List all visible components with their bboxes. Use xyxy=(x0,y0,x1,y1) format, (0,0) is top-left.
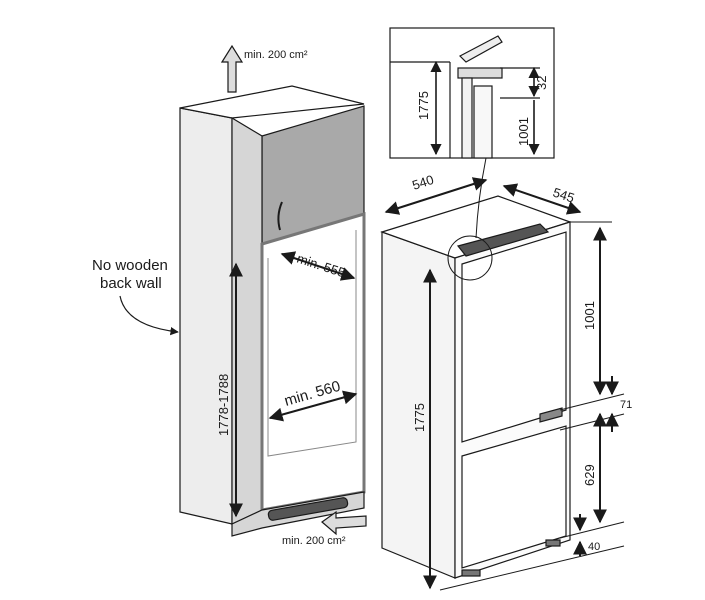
ext-line-lower xyxy=(559,521,625,539)
gap-middle-label: 71 xyxy=(620,399,632,411)
niche-inner-line xyxy=(267,230,357,457)
bottom-vent-grille xyxy=(267,497,349,521)
detail-gap-label: 32 xyxy=(534,76,549,90)
detail-door-edge xyxy=(461,77,473,159)
lower-door-label: 629 xyxy=(582,464,597,486)
detail-circle xyxy=(447,235,493,281)
detail-door-panel xyxy=(473,85,493,159)
ext-line-gap-bottom xyxy=(559,413,625,431)
cabinet-top xyxy=(179,85,365,119)
fridge-width-label: 540 xyxy=(410,172,435,193)
ext-line-gap-top xyxy=(559,393,625,411)
vent-bottom-label: min. 200 cm² xyxy=(282,535,346,547)
fridge-foot-left xyxy=(461,569,481,577)
detail-inset: 1775 32 1001 xyxy=(389,27,555,159)
fridge-dimensions xyxy=(384,177,619,590)
vent-top-label: min. 200 cm² xyxy=(244,49,308,61)
middle-hinge xyxy=(539,407,563,423)
fridge xyxy=(380,195,572,579)
bottom-offset-label: 40 xyxy=(588,541,600,553)
no-wooden-label-1: No wooden xyxy=(92,257,168,274)
niche-width-arrow xyxy=(268,390,358,422)
fridge-height-label: 1775 xyxy=(412,403,427,432)
top-vent-arrow xyxy=(220,44,244,93)
fridge-foot-right xyxy=(545,539,561,547)
top-hinge-plate xyxy=(456,223,550,257)
fridge-upper-door xyxy=(461,231,567,443)
upper-door-label: 1001 xyxy=(582,301,597,330)
cabinet-dimensions xyxy=(119,251,358,518)
fridge-depth-arrow xyxy=(502,183,582,215)
no-wooden-pointer xyxy=(119,295,179,336)
no-wooden-label-2: back wall xyxy=(100,275,162,292)
detail-upper-label: 1001 xyxy=(516,117,531,146)
detail-hinge-block xyxy=(457,67,503,79)
fridge-depth-label: 545 xyxy=(551,185,576,206)
extension-lines xyxy=(439,221,625,591)
vent-arrows xyxy=(220,44,367,536)
ext-line-floor xyxy=(439,545,625,591)
fridge-width-arrow xyxy=(384,177,488,215)
bottom-vent-arrow xyxy=(321,510,367,536)
niche-depth-arrow xyxy=(280,251,356,281)
detail-height-label: 1775 xyxy=(416,91,431,120)
niche-height-label: 1778-1788 xyxy=(216,374,231,436)
door-handle xyxy=(277,201,283,231)
detail-hinge-cover xyxy=(458,35,503,63)
cabinet xyxy=(179,85,366,537)
cabinet-side-panel xyxy=(179,107,233,525)
